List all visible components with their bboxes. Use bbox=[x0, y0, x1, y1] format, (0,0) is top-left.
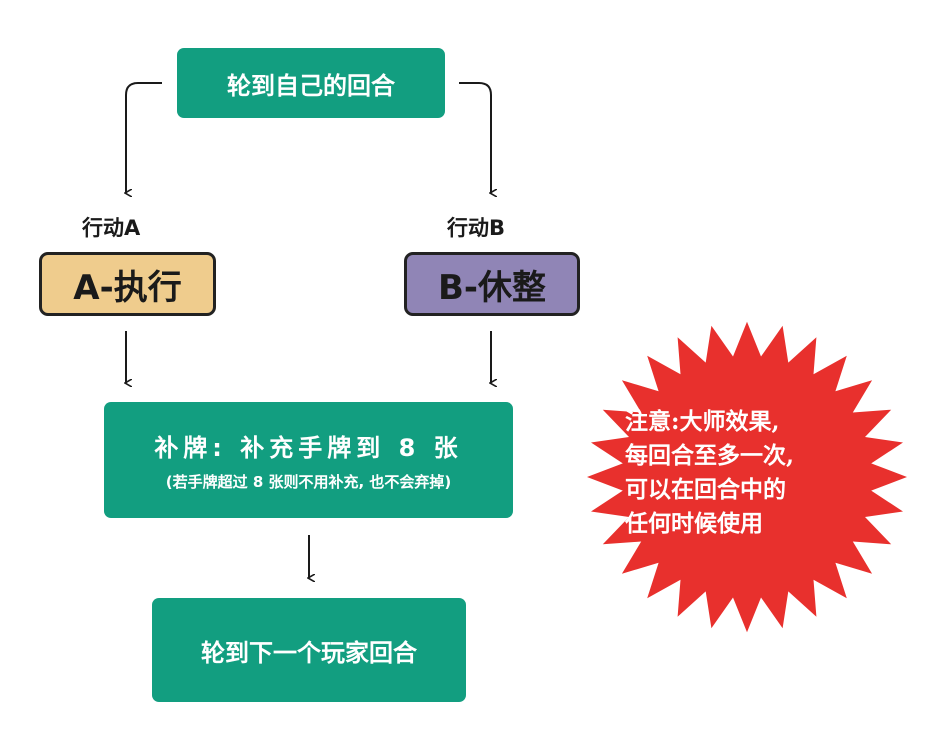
arrow-to-action-b bbox=[459, 82, 491, 193]
note-line: 注意:大师效果, bbox=[625, 408, 780, 435]
action-a-label: 行动A bbox=[82, 216, 141, 240]
start-turn-label: 轮到自己的回合 bbox=[227, 71, 395, 100]
option-a-execute: A-执行 bbox=[39, 252, 216, 316]
option-a-label: A-执行 bbox=[73, 267, 182, 308]
note-starburst bbox=[587, 321, 907, 633]
next-player-box: 轮到下一个玩家回合 bbox=[152, 598, 466, 702]
arrow-to-action-a bbox=[126, 82, 162, 193]
master-effect-note: 注意:大师效果, 每回合至多一次, 可以在回合中的 任何时候使用 bbox=[625, 405, 855, 541]
note-line: 可以在回合中的 bbox=[625, 476, 786, 503]
start-turn-box: 轮到自己的回合 bbox=[177, 48, 445, 118]
note-line: 任何时候使用 bbox=[625, 510, 763, 537]
next-player-label: 轮到下一个玩家回合 bbox=[201, 638, 417, 667]
refill-hand-box: 补牌: 补充手牌到 8 张 (若手牌超过 8 张则不用补充, 也不会弃掉) bbox=[104, 402, 513, 518]
refill-sub-text: (若手牌超过 8 张则不用补充, 也不会弃掉) bbox=[165, 473, 452, 491]
starburst-shape bbox=[587, 321, 907, 633]
action-b-label: 行动B bbox=[447, 216, 506, 240]
option-b-label: B-休整 bbox=[437, 267, 547, 308]
note-line: 每回合至多一次, bbox=[625, 442, 795, 469]
option-b-rest: B-休整 bbox=[404, 252, 580, 316]
refill-main-text: 补牌: 补充手牌到 8 张 bbox=[154, 434, 463, 462]
